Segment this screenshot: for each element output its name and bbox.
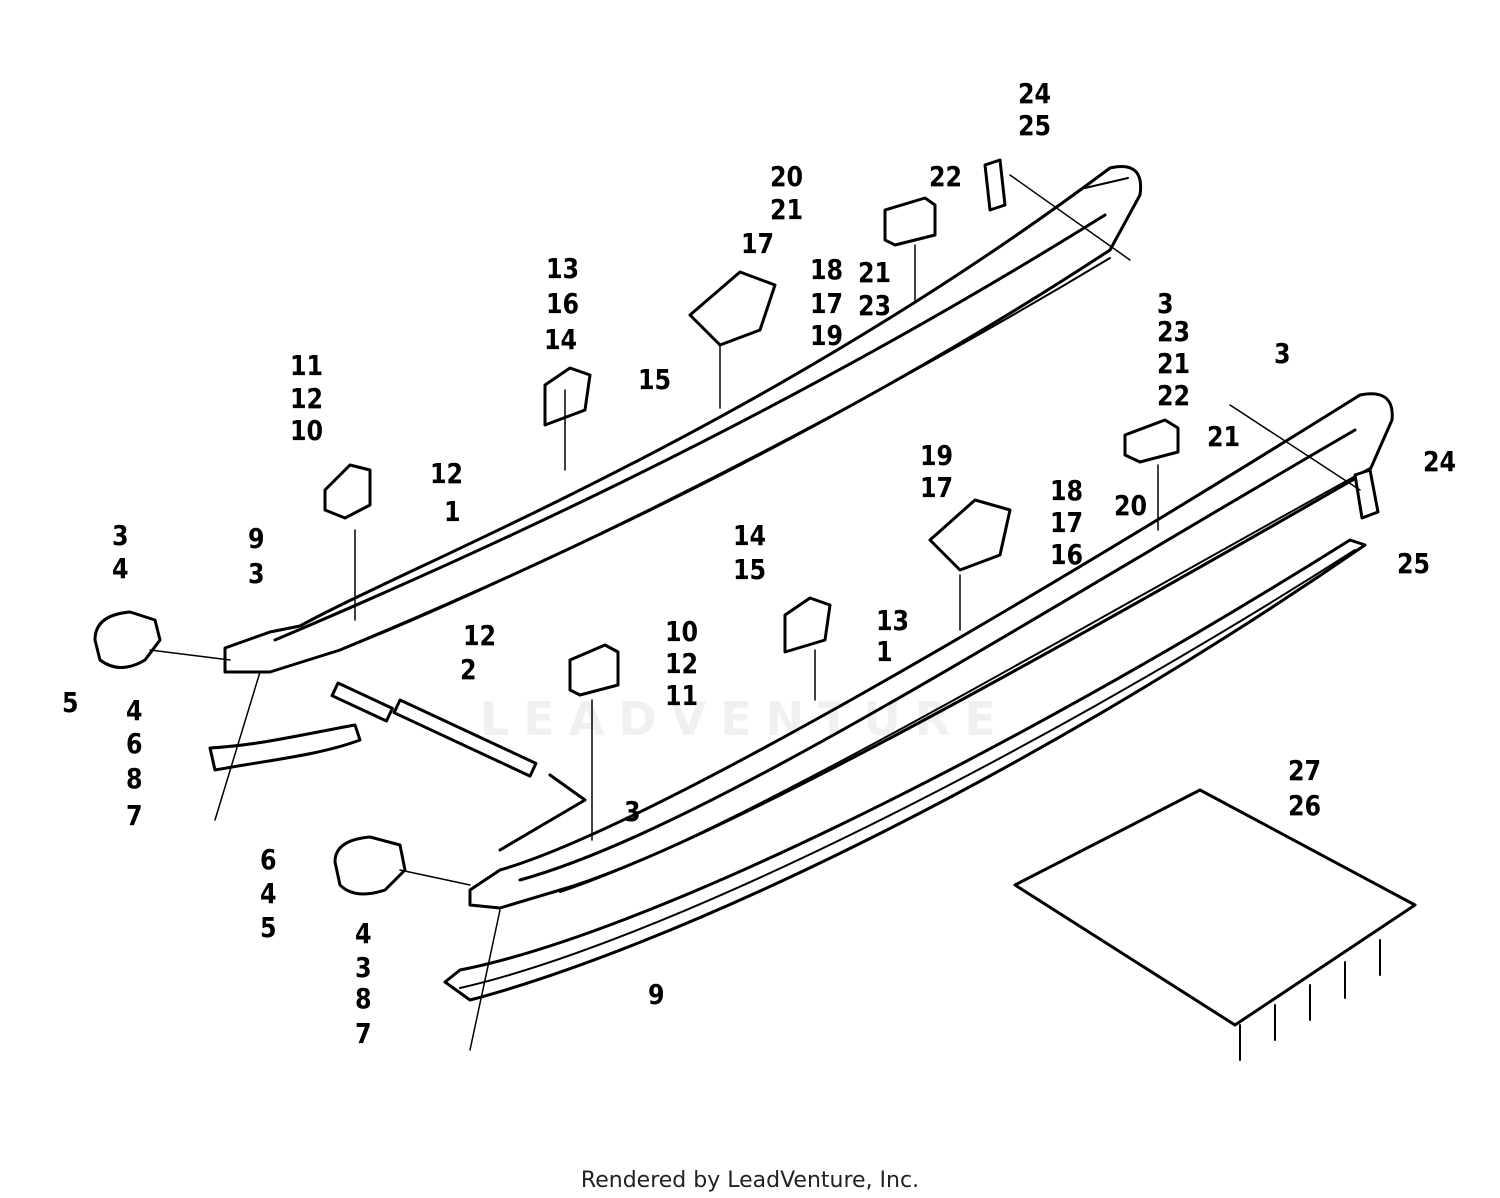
callout-16: 16 <box>1050 538 1084 571</box>
callout-12: 12 <box>463 619 497 652</box>
callout-24: 24 <box>1423 445 1457 478</box>
callout-21: 21 <box>770 193 804 226</box>
callout-10: 10 <box>665 615 699 648</box>
footer-credit: Rendered by LeadVenture, Inc. <box>580 1168 920 1193</box>
callout-20: 20 <box>1114 489 1148 522</box>
callout-11: 11 <box>290 349 324 382</box>
callout-3: 3 <box>624 795 641 828</box>
callout-18: 18 <box>810 253 844 286</box>
callout-19: 19 <box>810 319 844 352</box>
callout-5: 5 <box>260 911 277 944</box>
callout-25: 25 <box>1018 109 1052 142</box>
callout-15: 15 <box>638 363 672 396</box>
callout-21: 21 <box>858 256 892 289</box>
callout-20: 20 <box>770 160 804 193</box>
callout-15: 15 <box>733 553 767 586</box>
callout-3: 3 <box>1157 287 1174 320</box>
callout-13: 13 <box>546 252 580 285</box>
callout-13: 13 <box>876 604 910 637</box>
callout-22: 22 <box>1157 379 1191 412</box>
callout-1: 1 <box>444 495 461 528</box>
callout-18: 18 <box>1050 474 1084 507</box>
wear-strip-front <box>208 723 362 772</box>
callout-7: 7 <box>355 1017 372 1050</box>
callout-17: 17 <box>741 227 775 260</box>
callout-6: 6 <box>126 727 143 760</box>
watermark: LEADVENTURE <box>480 692 1010 746</box>
callout-3: 3 <box>355 951 372 984</box>
callout-9: 9 <box>248 522 265 555</box>
track <box>1013 788 1417 1061</box>
callout-26: 26 <box>1288 789 1322 822</box>
brackets <box>543 158 1380 654</box>
callout-23: 23 <box>858 289 892 322</box>
callout-24: 24 <box>1018 77 1052 110</box>
callout-17: 17 <box>920 471 954 504</box>
callout-6: 6 <box>260 843 277 876</box>
callout-12: 12 <box>290 382 324 415</box>
stop-blocks <box>323 196 1180 697</box>
callout-4: 4 <box>126 694 143 727</box>
callout-3: 3 <box>1274 337 1291 370</box>
callout-8: 8 <box>355 982 372 1015</box>
callout-17: 17 <box>810 287 844 320</box>
idler-wheels <box>93 270 1012 896</box>
callout-2: 2 <box>460 653 477 686</box>
callout-4: 4 <box>355 917 372 950</box>
callout-7: 7 <box>126 799 143 832</box>
callout-21: 21 <box>1157 347 1191 380</box>
callout-1: 1 <box>876 635 893 668</box>
callout-8: 8 <box>126 762 143 795</box>
callout-5: 5 <box>62 686 79 719</box>
callout-25: 25 <box>1397 547 1431 580</box>
callout-17: 17 <box>1050 506 1084 539</box>
callout-10: 10 <box>290 414 324 447</box>
callout-3: 3 <box>112 519 129 552</box>
slide-rail-lower <box>468 392 1394 910</box>
callout-4: 4 <box>260 877 277 910</box>
callout-23: 23 <box>1157 315 1191 348</box>
callout-4: 4 <box>112 552 129 585</box>
callout-14: 14 <box>733 519 767 552</box>
callout-27: 27 <box>1288 754 1322 787</box>
callout-19: 19 <box>920 439 954 472</box>
slide-rail-upper <box>223 165 1143 674</box>
wear-strip-lower <box>443 538 1367 1002</box>
leader-lines <box>149 174 1361 1051</box>
cross-shafts <box>330 681 587 852</box>
callout-14: 14 <box>544 323 578 356</box>
callout-3: 3 <box>248 557 265 590</box>
callout-9: 9 <box>648 978 665 1011</box>
callout-21: 21 <box>1207 420 1241 453</box>
callout-12: 12 <box>430 457 464 490</box>
callout-16: 16 <box>546 287 580 320</box>
callout-11: 11 <box>665 679 699 712</box>
callout-22: 22 <box>929 160 963 193</box>
callout-12: 12 <box>665 647 699 680</box>
